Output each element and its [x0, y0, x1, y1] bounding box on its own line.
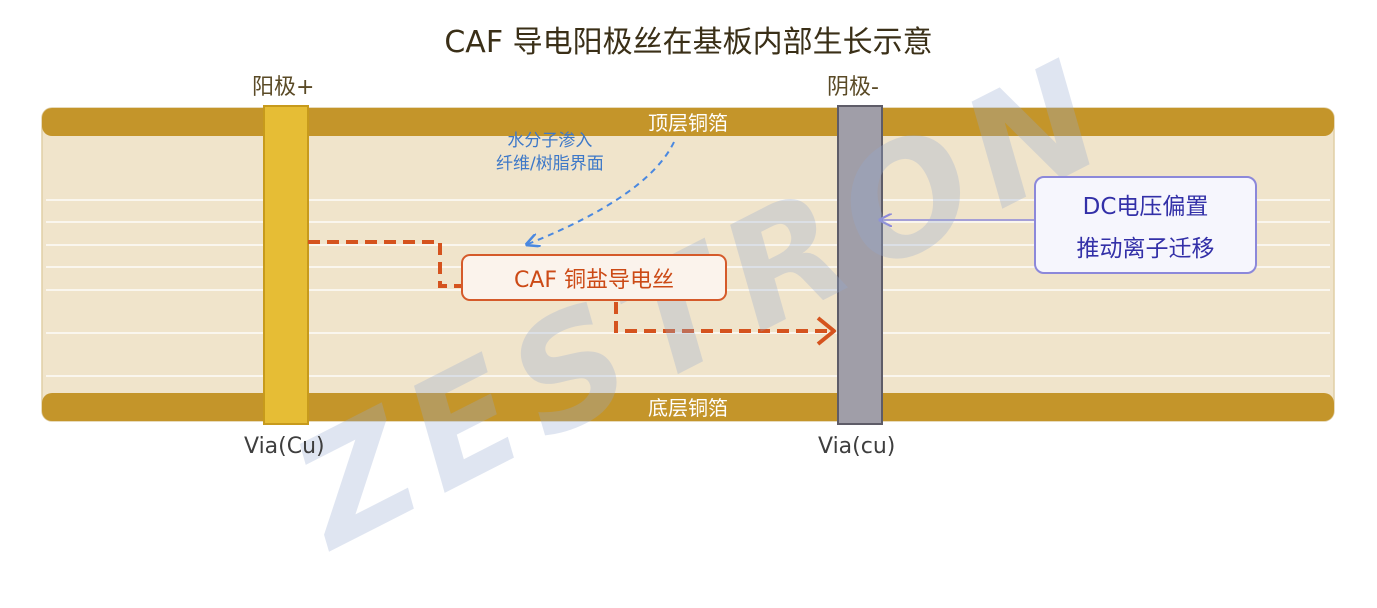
top-foil-label: 顶层铜箔 — [648, 111, 728, 135]
water-ingress-note: 水分子渗入 纤维/树脂界面 — [496, 130, 604, 176]
dc-bias-line-1: DC电压偏置 — [1082, 194, 1209, 220]
anode-via — [263, 105, 309, 425]
caf-diagram: ZESTRON CAF 导电阳极丝在基板内部生长示意 阳极+ 阴极- 顶层铜箔 … — [41, 24, 1335, 582]
top-copper-foil — [42, 108, 1334, 136]
caf-label-text: CAF 铜盐导电丝 — [513, 267, 675, 293]
cathode-via-label: Via(cu) — [818, 434, 896, 459]
water-ingress-line-1: 水分子渗入 — [507, 131, 593, 151]
bottom-foil-label: 底层铜箔 — [648, 396, 728, 420]
bottom-copper-foil — [42, 393, 1334, 421]
dc-bias-line-2: 推动离子迁移 — [1076, 236, 1215, 262]
dc-bias-box: DC电压偏置 推动离子迁移 — [1034, 176, 1257, 274]
anode-label: 阳极+ — [252, 75, 315, 100]
caf-filament-path — [308, 240, 832, 333]
diagram-title: CAF 导电阳极丝在基板内部生长示意 — [444, 25, 933, 60]
cathode-label: 阴极- — [827, 75, 879, 100]
caf-arrow-head — [816, 316, 836, 346]
water-ingress-arrow — [528, 141, 675, 244]
cathode-via — [837, 105, 883, 425]
anode-via-label: Via(Cu) — [244, 434, 325, 459]
caf-filament-label: CAF 铜盐导电丝 — [461, 254, 727, 301]
water-ingress-line-2: 纤维/树脂界面 — [496, 153, 604, 174]
